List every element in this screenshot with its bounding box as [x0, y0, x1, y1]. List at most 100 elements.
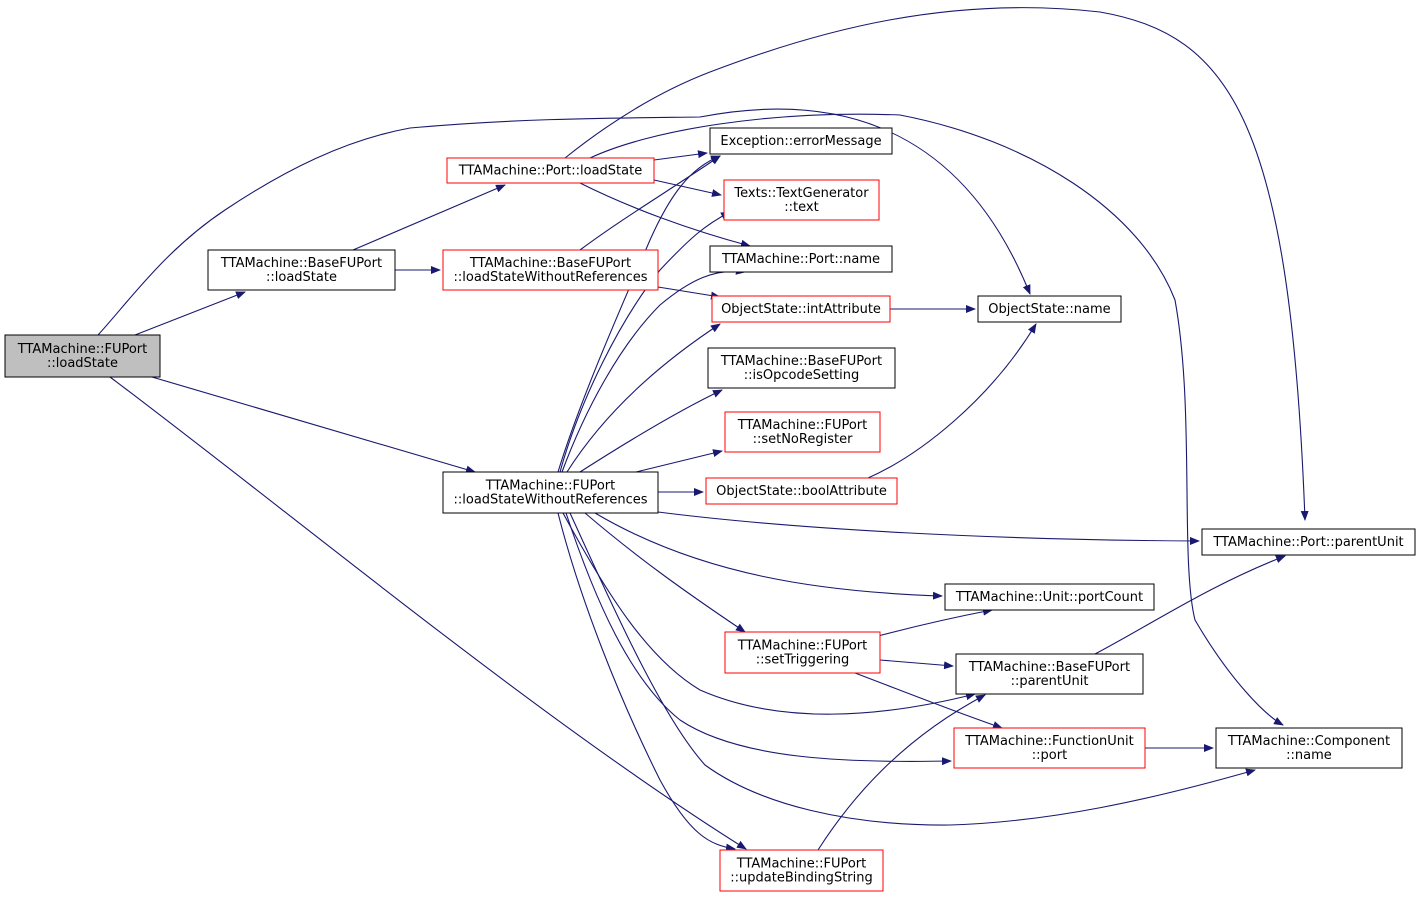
edge-fuport_updatebindingstring-to-basefuport_parentunit — [817, 694, 986, 851]
edge-fuport_loadstate-to-fuport_lswr — [151, 376, 476, 474]
node-label-line: ObjectState::intAttribute — [721, 302, 881, 317]
node-box — [955, 653, 1144, 695]
node-label-line: TTAMachine::BaseFUPort — [968, 660, 1130, 675]
node-functionunit_port[interactable]: TTAMachine::FunctionUnit::port — [953, 727, 1146, 769]
node-label-line: TTAMachine::BaseFUPort — [220, 256, 382, 271]
node-box — [724, 411, 881, 453]
node-box — [944, 583, 1155, 611]
node-box — [442, 249, 659, 291]
node-label-line: ::name — [1286, 748, 1332, 763]
node-label-line: ::loadStateWithoutReferences — [454, 270, 648, 285]
node-fuport_setnoregister[interactable]: TTAMachine::FUPort::setNoRegister — [724, 411, 881, 453]
node-basefuport_lswr[interactable]: TTAMachine::BaseFUPort::loadStateWithout… — [442, 249, 659, 291]
node-objectstate_boolattribute[interactable]: ObjectState::boolAttribute — [705, 477, 898, 505]
node-basefuport_loadstate[interactable]: TTAMachine::BaseFUPort::loadState — [207, 249, 396, 291]
node-box — [723, 179, 880, 221]
node-port_loadstate[interactable]: TTAMachine::Port::loadState — [446, 157, 655, 184]
node-fuport_updatebindingstring[interactable]: TTAMachine::FUPort::updateBindingString — [719, 849, 884, 892]
node-label-line: TTAMachine::FunctionUnit — [964, 734, 1133, 749]
node-box — [705, 477, 898, 505]
node-fuport_lswr[interactable]: TTAMachine::FUPort::loadStateWithoutRefe… — [442, 471, 659, 514]
edge-fuport_lswr-to-functionunit_port — [565, 512, 952, 766]
edge-fuport_lswr-to-fuport_updatebindingstring — [557, 512, 736, 852]
edge-fuport_lswr-to-fuport_settriggering — [584, 512, 746, 633]
node-objectstate_name[interactable]: ObjectState::name — [977, 295, 1122, 323]
node-port_parentunit[interactable]: TTAMachine::Port::parentUnit — [1201, 528, 1416, 556]
node-component_name[interactable]: TTAMachine::Component::name — [1215, 727, 1403, 769]
node-label-line: ::setNoRegister — [753, 432, 853, 447]
node-label-line: ::text — [784, 200, 818, 215]
edge-port_loadstate-to-port_parentunit — [564, 7, 1309, 521]
node-label-line: ::loadStateWithoutReferences — [454, 493, 648, 508]
edge-fuport_lswr-to-component_name — [569, 512, 1256, 826]
edges-layer — [97, 7, 1309, 852]
edge-basefuport_lswr-to-exception_errormessage — [579, 155, 721, 251]
node-label-line: ::loadState — [47, 356, 118, 371]
node-basefuport_isopcodesetting[interactable]: TTAMachine::BaseFUPort::isOpcodeSetting — [707, 347, 896, 389]
node-box — [707, 347, 896, 389]
node-unit_portcount[interactable]: TTAMachine::Unit::portCount — [944, 583, 1155, 611]
node-box — [709, 127, 893, 155]
node-label-line: TTAMachine::Port::parentUnit — [1212, 535, 1403, 550]
edge-port_loadstate-to-component_name — [589, 113, 1284, 726]
node-box — [724, 631, 881, 674]
node-label-line: TTAMachine::Unit::portCount — [955, 590, 1143, 605]
node-label-line: TTAMachine::FUPort — [737, 418, 867, 433]
node-label-line: ::updateBindingString — [730, 871, 873, 886]
node-label-line: ObjectState::boolAttribute — [716, 484, 887, 499]
edge-fuport_loadstate-to-objectstate_name — [97, 108, 1031, 336]
edge-fuport_lswr-to-basefuport_parentunit — [562, 512, 976, 715]
edge-basefuport_loadstate-to-port_loadstate — [352, 184, 506, 251]
edge-port_loadstate-to-textgenerator_text — [653, 179, 722, 197]
edge-fuport_settriggering-to-basefuport_parentunit — [879, 659, 954, 670]
node-box — [1201, 528, 1416, 556]
node-box — [953, 727, 1146, 769]
edge-port_loadstate-to-exception_errormessage — [653, 150, 708, 161]
edge-basefuport_parentunit-to-port_parentunit — [1094, 555, 1286, 655]
node-label-line: TTAMachine::BaseFUPort — [469, 256, 631, 271]
edge-fuport_lswr-to-port_parentunit — [657, 511, 1200, 545]
node-objectstate_intattribute[interactable]: ObjectState::intAttribute — [711, 295, 891, 323]
node-label-line: ::parentUnit — [1011, 674, 1089, 689]
node-exception_errormessage[interactable]: Exception::errorMessage — [709, 127, 893, 155]
node-label-line: TTAMachine::BaseFUPort — [720, 354, 882, 369]
node-box — [719, 849, 884, 892]
edge-fuport_lswr-to-port_name — [561, 266, 746, 473]
edge-basefuport_lswr-to-objectstate_intattribute — [657, 286, 721, 300]
node-label-line: ::loadState — [266, 270, 337, 285]
node-label-line: TTAMachine::Port::name — [721, 252, 880, 267]
node-box — [709, 245, 893, 273]
edge-fuport_loadstate-to-basefuport_loadstate — [134, 291, 246, 336]
edge-fuport_lswr-to-fuport_setnoregister — [635, 449, 723, 473]
node-box — [711, 295, 891, 323]
node-label-line: Texts::TextGenerator — [733, 186, 869, 201]
node-box — [4, 334, 161, 378]
node-port_name[interactable]: TTAMachine::Port::name — [709, 245, 893, 273]
edge-fuport_lswr-to-unit_portcount — [594, 512, 943, 600]
node-label-line: ::isOpcodeSetting — [744, 368, 860, 383]
node-basefuport_parentunit[interactable]: TTAMachine::BaseFUPort::parentUnit — [955, 653, 1144, 695]
edge-fuport_loadstate-to-fuport_updatebindingstring — [109, 376, 747, 850]
node-label-line: TTAMachine::FUPort — [737, 639, 867, 654]
node-box — [207, 249, 396, 291]
node-label-line: ::setTriggering — [756, 653, 850, 668]
node-textgenerator_text[interactable]: Texts::TextGenerator::text — [723, 179, 880, 221]
node-label-line: ::port — [1032, 748, 1067, 763]
node-label-line: TTAMachine::Port::loadState — [458, 164, 642, 179]
node-label-line: TTAMachine::FUPort — [485, 479, 615, 494]
node-box — [442, 471, 659, 514]
node-fuport_loadstate[interactable]: TTAMachine::FUPort::loadState — [4, 334, 161, 378]
node-box — [1215, 727, 1403, 769]
nodes-layer: TTAMachine::FUPort::loadStateTTAMachine:… — [4, 127, 1416, 892]
node-box — [446, 157, 655, 184]
edge-fuport_settriggering-to-functionunit_port — [854, 672, 1003, 729]
node-fuport_settriggering[interactable]: TTAMachine::FUPort::setTriggering — [724, 631, 881, 674]
node-label-line: TTAMachine::FUPort — [17, 342, 147, 357]
edge-fuport_lswr-to-objectstate_intattribute — [566, 323, 721, 473]
node-label-line: TTAMachine::Component — [1227, 734, 1390, 749]
edge-objectstate_boolattribute-to-objectstate_name — [867, 323, 1037, 479]
node-label-line: Exception::errorMessage — [720, 134, 881, 149]
node-box — [977, 295, 1122, 323]
edge-fuport_settriggering-to-unit_portcount — [877, 607, 993, 637]
